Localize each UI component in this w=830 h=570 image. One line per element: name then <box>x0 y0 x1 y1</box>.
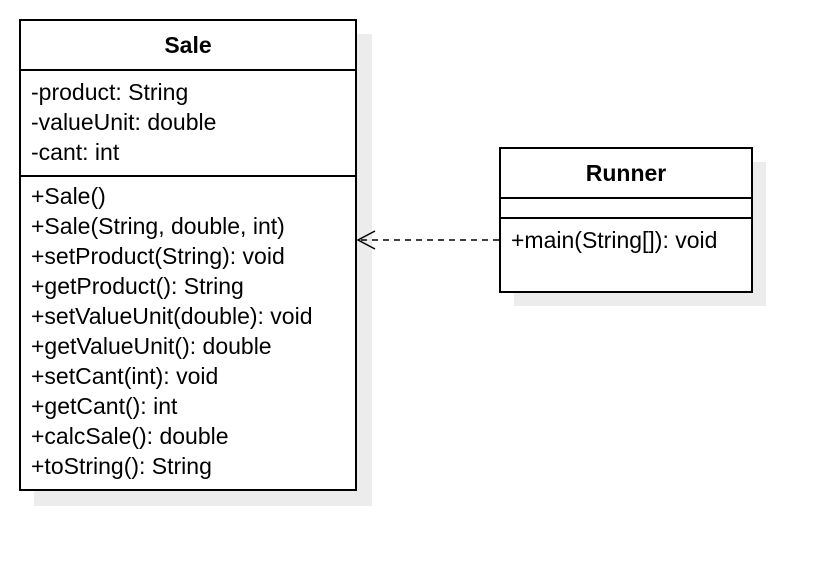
runner-class-box: Runner +main(String[]): void <box>499 147 753 293</box>
sale-operation: +setProduct(String): void <box>31 243 285 269</box>
sale-class-name: Sale <box>21 21 355 71</box>
sale-attribute: -valueUnit: double <box>31 109 217 135</box>
sale-operation: +Sale(String, double, int) <box>31 213 285 239</box>
sale-attribute: -product: String <box>31 79 189 105</box>
sale-attribute: -cant: int <box>31 139 120 165</box>
sale-attributes-compartment: -product: String -valueUnit: double -can… <box>21 71 355 177</box>
runner-class-name: Runner <box>501 149 751 199</box>
sale-operation: +getValueUnit(): double <box>31 333 272 359</box>
runner-attributes-compartment <box>501 199 751 219</box>
sale-operation: +Sale() <box>31 183 106 209</box>
runner-operation: +main(String[]): void <box>511 227 718 253</box>
sale-class-box: Sale -product: String -valueUnit: double… <box>19 19 357 491</box>
open-arrowhead-icon <box>356 230 376 250</box>
sale-operation: +getCant(): int <box>31 393 178 419</box>
sale-operations-compartment: +Sale() +Sale(String, double, int) +setP… <box>21 177 355 481</box>
sale-operation: +calcSale(): double <box>31 423 229 449</box>
runner-operations-compartment: +main(String[]): void <box>501 219 751 255</box>
sale-operation: +setCant(int): void <box>31 363 219 389</box>
sale-operation: +setValueUnit(double): void <box>31 303 313 329</box>
sale-operation: +toString(): String <box>31 453 212 479</box>
sale-operation: +getProduct(): String <box>31 273 244 299</box>
